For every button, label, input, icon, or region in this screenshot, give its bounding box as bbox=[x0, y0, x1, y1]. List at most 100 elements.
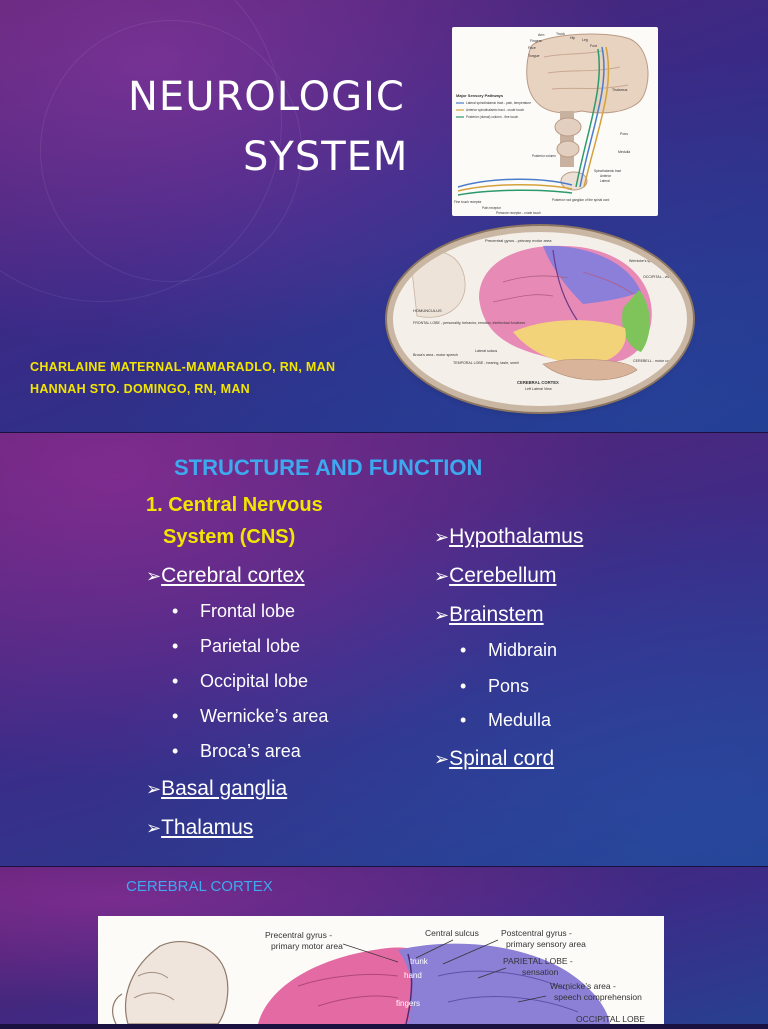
bullet-text: Broca’s area bbox=[200, 741, 301, 761]
fig3-label-postcentral-2: primary sensory area bbox=[506, 939, 586, 949]
author-1: CHARLAINE MATERNAL-MAMARADLO, RN, MAN bbox=[30, 360, 336, 374]
author-2: HANNAH STO. DOMINGO, RN, MAN bbox=[30, 382, 250, 396]
bullet-frontal-lobe: • Frontal lobe bbox=[172, 601, 295, 622]
sensory-pathways-diagram: Arm Trunk Fingers Hip Face Leg Tongue Fo… bbox=[454, 32, 649, 215]
cortex-label-broca: Broca's area - motor speech bbox=[413, 353, 458, 357]
bullet-dot: • bbox=[172, 706, 179, 726]
link-spinal-cord[interactable]: Spinal cord bbox=[449, 747, 555, 770]
link-hypothalamus[interactable]: Hypothalamus bbox=[449, 525, 584, 548]
cortex-label-precentral: Precentral gyrus - primary motor area bbox=[485, 238, 552, 243]
item-thalamus: ➢Thalamus bbox=[146, 816, 253, 840]
section-title: STRUCTURE AND FUNCTION bbox=[174, 455, 483, 480]
bullet-text: Wernicke’s area bbox=[200, 706, 329, 726]
bullet-parietal-lobe: • Parietal lobe bbox=[172, 636, 300, 657]
cerebral-cortex-detail-diagram: Precentral gyrus - primary motor area Ce… bbox=[112, 928, 645, 1025]
slide3-title: CEREBRAL CORTEX bbox=[126, 878, 273, 895]
fig-label-fingers: Fingers bbox=[530, 39, 542, 43]
cortex-label-lateral-sulcus: Lateral sulcus bbox=[475, 349, 497, 353]
item-spinal-cord: ➢Spinal cord bbox=[434, 747, 554, 771]
bullet-pons: • Pons bbox=[460, 676, 529, 697]
bullet-midbrain: • Midbrain bbox=[460, 640, 557, 661]
structure-function-slide bbox=[0, 433, 768, 866]
bullet-dot: • bbox=[172, 741, 179, 761]
sensory-pathways-figure: Arm Trunk Fingers Hip Face Leg Tongue Fo… bbox=[452, 27, 658, 216]
bullet-dot: • bbox=[172, 636, 179, 656]
arrow-bullet-icon: ➢ bbox=[146, 818, 162, 838]
bullet-wernickes-area: • Wernicke’s area bbox=[172, 706, 328, 727]
fig-label-arm: Arm bbox=[538, 33, 545, 37]
fig3-label-hand: hand bbox=[404, 971, 422, 980]
bullet-medulla: • Medulla bbox=[460, 710, 551, 731]
fig3-label-trunk: trunk bbox=[410, 957, 429, 966]
fig3-label-parietal: PARIETAL LOBE - bbox=[503, 956, 573, 966]
fig-label-fine-touch: Fine touch receptor bbox=[454, 200, 482, 204]
cortex-label-wernicke: Wernicke's speech bbox=[629, 259, 659, 263]
fig3-label-central-sulcus: Central sulcus bbox=[425, 928, 479, 938]
arrow-bullet-icon: ➢ bbox=[434, 566, 450, 586]
cortex-label-title: CEREBRAL CORTEX bbox=[517, 380, 559, 385]
bullet-dot: • bbox=[460, 676, 467, 696]
bullet-occipital-lobe: • Occipital lobe bbox=[172, 671, 308, 692]
bullet-text: Medulla bbox=[488, 710, 552, 730]
fig-label-leg: Leg bbox=[582, 38, 588, 42]
cortex-label-view: Left Lateral View bbox=[525, 387, 552, 391]
bullet-dot: • bbox=[460, 640, 467, 660]
fig3-label-parietal-2: sensation bbox=[522, 967, 559, 977]
arrow-bullet-icon: ➢ bbox=[146, 779, 162, 799]
bullet-dot: • bbox=[172, 671, 179, 691]
fig-label-face: Face bbox=[528, 46, 536, 50]
item-basal-ganglia: ➢Basal ganglia bbox=[146, 777, 287, 801]
fig-legend-item-1: Lateral spinothalamic tract - pain, temp… bbox=[466, 101, 531, 105]
cortex-label-frontal-lobe: FRONTAL LOBE - personality, behavior, em… bbox=[413, 321, 525, 325]
link-thalamus[interactable]: Thalamus bbox=[161, 816, 254, 839]
fig3-label-precentral-2: primary motor area bbox=[271, 941, 343, 951]
fig3-label-fingers: fingers bbox=[396, 999, 420, 1008]
arrow-bullet-icon: ➢ bbox=[434, 527, 450, 547]
title-slide: NEUROLOGIC SYSTEM CHARLAINE MATERNAL-MAM… bbox=[0, 0, 768, 432]
cerebral-cortex-figure: Precentral gyrus - primary motor area Ce… bbox=[98, 916, 664, 1025]
arrow-bullet-icon: ➢ bbox=[434, 749, 450, 769]
fig3-label-postcentral: Postcentral gyrus - bbox=[501, 928, 572, 938]
fig-label-spinothalamic: Spinothalamic tract bbox=[594, 169, 621, 173]
cerebral-cortex-oval-figure: Precentral gyrus - primary motor area HO… bbox=[393, 232, 687, 406]
fig-label-tongue: Tongue bbox=[528, 54, 540, 58]
arrow-bullet-icon: ➢ bbox=[146, 566, 162, 586]
bullet-text: Pons bbox=[488, 676, 530, 696]
fig-label-posterior-column: Posterior column bbox=[532, 154, 556, 158]
cortex-label-cerebellum: CEREBELL - motor co bbox=[633, 359, 669, 363]
item-brainstem: ➢Brainstem bbox=[434, 603, 544, 627]
fig3-label-precentral: Precentral gyrus - bbox=[265, 930, 332, 940]
fig-label-trunk: Trunk bbox=[556, 32, 565, 36]
fig-label-foot: Foot bbox=[590, 44, 597, 48]
bullet-dot: • bbox=[460, 710, 467, 730]
decorative-circle bbox=[40, 20, 302, 282]
fig-legend-title: Major Sensory Pathways bbox=[456, 93, 504, 98]
cerebral-cortex-diagram: Precentral gyrus - primary motor area HO… bbox=[410, 238, 684, 391]
fig-label-thalamus: Thalamus bbox=[612, 88, 628, 92]
fig3-label-wernicke-2: speech comprehension bbox=[554, 992, 642, 1002]
fig3-label-wernicke: Wernicke’s area - bbox=[550, 981, 616, 991]
link-cerebral-cortex[interactable]: Cerebral cortex bbox=[161, 564, 305, 587]
bullet-brocas-area: • Broca’s area bbox=[172, 741, 301, 762]
fig-label-posterior-root: Posterior root ganglion of the spinal co… bbox=[552, 198, 609, 202]
fig-label-pressure-receptor: Pressure receptor - crude touch bbox=[496, 211, 541, 215]
item-cerebellum: ➢Cerebellum bbox=[434, 564, 556, 588]
cns-heading-line2: System (CNS) bbox=[163, 526, 296, 548]
bullet-text: Occipital lobe bbox=[200, 671, 309, 691]
bullet-text: Frontal lobe bbox=[200, 601, 296, 621]
link-brainstem[interactable]: Brainstem bbox=[449, 603, 544, 626]
cortex-label-temporal-lobe: TEMPORAL LOBE - hearing, taste, smell bbox=[453, 361, 519, 365]
bullet-dot: • bbox=[172, 601, 179, 621]
fig-legend-item-3: Posterior (dorsal) column - fine touch bbox=[466, 115, 518, 119]
fig3-label-occipital: OCCIPITAL LOBE bbox=[576, 1014, 645, 1024]
bullet-text: Midbrain bbox=[488, 640, 558, 660]
item-hypothalamus: ➢Hypothalamus bbox=[434, 525, 583, 549]
bullet-text: Parietal lobe bbox=[200, 636, 301, 656]
slide-title-line2: SYSTEM bbox=[243, 134, 409, 180]
fig-legend-item-2: Anterior spinothalamic tract - crude tou… bbox=[466, 108, 524, 112]
cns-heading-line1: 1. Central Nervous bbox=[146, 494, 323, 516]
cortex-label-homunculus: HOMUNCULUS bbox=[413, 308, 442, 313]
fig-label-anterior: Anterior bbox=[600, 174, 612, 178]
link-cerebellum[interactable]: Cerebellum bbox=[449, 564, 557, 587]
link-basal-ganglia[interactable]: Basal ganglia bbox=[161, 777, 288, 800]
